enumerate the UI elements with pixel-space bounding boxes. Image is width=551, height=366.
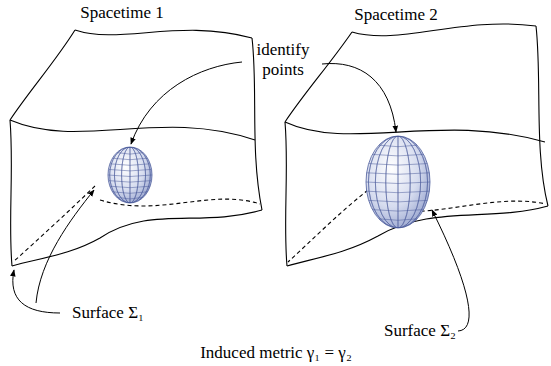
- mesh-line: [117, 153, 143, 155]
- mesh-line: [366, 182, 430, 184]
- mesh-line: [372, 154, 423, 156]
- mesh-line: [110, 147, 151, 203]
- label-holder: Spacetime 1: [78, 3, 166, 23]
- spacetime-sheet: [285, 24, 548, 266]
- surface-sphere: [366, 136, 430, 228]
- mesh-line: [369, 200, 428, 202]
- sphere-mesh: [366, 136, 430, 228]
- mesh-line: [379, 145, 417, 147]
- surface-label: Surface Σ₂: [382, 321, 458, 341]
- mesh-line: [110, 164, 150, 166]
- sphere-mesh: [108, 147, 152, 203]
- mesh-line: [112, 158, 147, 160]
- mesh-line: [112, 192, 147, 194]
- callout-label: identify points: [241, 40, 325, 80]
- mesh-line: [367, 191, 430, 193]
- caption: Induced metric γ₁ = γ₂: [198, 343, 354, 363]
- label-holder: Surface Σ₂: [382, 321, 458, 341]
- mesh-line: [108, 175, 152, 177]
- mesh-line: [110, 147, 151, 203]
- mesh-line: [108, 181, 151, 183]
- label-holder: identify points: [241, 40, 325, 80]
- mesh-line: [114, 147, 145, 203]
- spacetime-label: Spacetime 1: [78, 3, 166, 23]
- surface-label: Surface Σ₁: [70, 303, 146, 323]
- mesh-line: [117, 197, 143, 199]
- label-holder: Spacetime 2: [352, 5, 440, 25]
- mesh-line: [368, 136, 427, 228]
- mesh-line: [372, 210, 423, 212]
- mesh-line: [122, 147, 139, 203]
- mesh-line: [367, 173, 430, 175]
- mesh-line: [108, 169, 151, 171]
- spacetime-label: Spacetime 2: [352, 5, 440, 25]
- spacetime-sheet: [10, 30, 262, 266]
- mesh-line: [114, 147, 145, 203]
- mesh-line: [398, 136, 399, 228]
- label-holder: Induced metric γ₁ = γ₂: [198, 343, 354, 363]
- mesh-line: [375, 136, 420, 228]
- mesh-line: [369, 164, 428, 166]
- mesh-line: [122, 147, 139, 203]
- mesh-line: [379, 219, 417, 221]
- mesh-line: [130, 147, 131, 203]
- surface-sphere: [108, 147, 152, 203]
- mesh-line: [386, 136, 410, 228]
- leader-arrow: [13, 62, 469, 331]
- mesh-line: [368, 136, 427, 228]
- mesh-line: [386, 136, 410, 228]
- mesh-line: [110, 186, 150, 188]
- label-holder: Surface Σ₁: [70, 303, 146, 323]
- mesh-line: [375, 136, 420, 228]
